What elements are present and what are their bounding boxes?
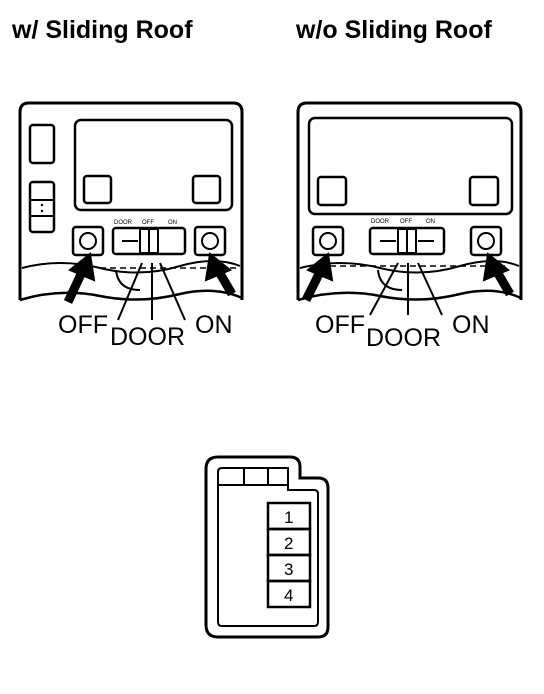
pin-4-label: 4 <box>284 586 293 605</box>
room-lamp-without-sliding-roof <box>296 101 523 316</box>
arrow-left-button <box>63 252 96 304</box>
switch-label-on: ON <box>426 219 435 225</box>
connector-outer-housing <box>204 455 330 639</box>
pin-cell-4 <box>266 579 312 609</box>
sliding-roof-switch-lower <box>28 180 56 234</box>
callout-off: OFF <box>315 311 365 339</box>
lens-square-left <box>82 174 113 205</box>
switch-label-door: DOOR <box>114 220 133 226</box>
callout-on: ON <box>452 311 490 339</box>
switch-label-door: DOOR <box>371 219 390 225</box>
switch-label-off: OFF <box>142 220 154 226</box>
lamp-lens <box>73 118 234 212</box>
arrow-right-button <box>204 252 236 297</box>
pin-3-label: 3 <box>284 560 293 579</box>
lamp-housing-bottom-edge <box>19 289 243 302</box>
title-with-sliding-roof: w/ Sliding Roof <box>11 16 193 44</box>
door-switch-button-right <box>469 225 503 257</box>
callout-on: ON <box>195 311 233 339</box>
connector <box>204 455 330 639</box>
pin-2-label: 2 <box>284 534 293 553</box>
lens-square-right <box>468 175 500 207</box>
lens-square-left <box>316 175 348 207</box>
title-without-sliding-roof: w/o Sliding Roof <box>295 16 492 44</box>
callout-door: DOOR <box>366 324 441 352</box>
lamp-housing <box>18 101 244 300</box>
arrow-left-button <box>301 252 334 303</box>
door-switch-button-right <box>193 225 227 257</box>
sliding-roof-switch-upper <box>28 123 56 165</box>
pin-1-label: 1 <box>284 508 293 527</box>
door-switch-button-left <box>311 225 345 257</box>
door-switch-button-left <box>71 225 105 257</box>
arrow-right-button <box>482 252 514 297</box>
callout-door: DOOR <box>110 323 185 351</box>
lamp-housing-bottom-edge <box>297 289 522 302</box>
connector-inner-housing <box>217 467 319 627</box>
callout-off: OFF <box>58 311 108 339</box>
lamp-lens <box>307 116 514 216</box>
lamp-housing <box>296 101 523 300</box>
room-lamp-with-sliding-roof <box>18 101 244 321</box>
switch-label-off: OFF <box>400 219 412 225</box>
switch-label-on: ON <box>168 220 177 226</box>
lens-square-right <box>191 174 222 205</box>
